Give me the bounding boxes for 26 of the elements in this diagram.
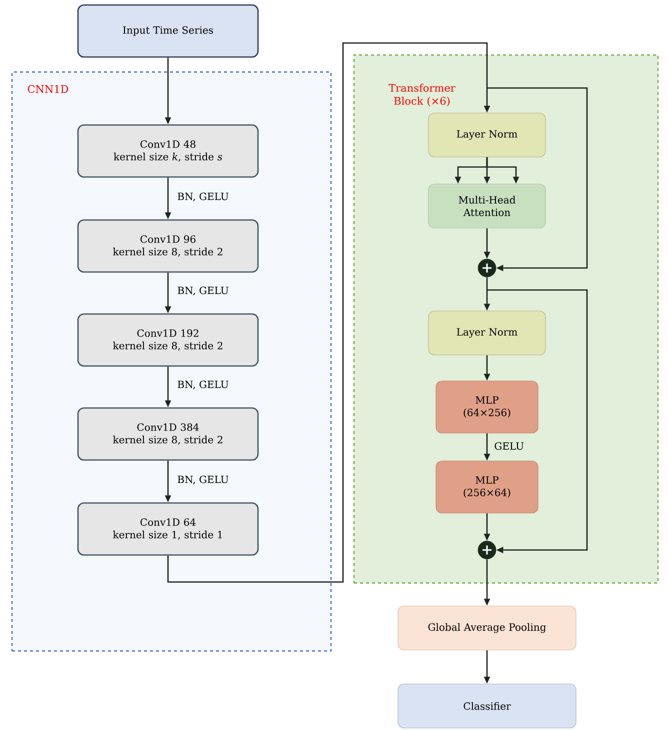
- norm-box: Layer Norm: [428, 310, 546, 356]
- mlp-box: MLP (256×64): [436, 460, 538, 514]
- group-title: Transformer Block (×6): [388, 84, 456, 106]
- group-title: CNN1D: [28, 85, 68, 93]
- edge-label: BN, GELU: [176, 380, 230, 390]
- plus-circle: [478, 540, 496, 560]
- line: [486, 277, 488, 290]
- mlp-box: MLP (64×256): [436, 380, 538, 434]
- conv-box: Conv1D 384 kernel size 8, stride 2: [77, 407, 259, 461]
- attention-box: Multi-Head Attention: [428, 184, 546, 228]
- pooling-box: Global Average Pooling: [398, 606, 576, 650]
- arrow: [487, 87, 588, 272]
- edge-label: BN, GELU: [176, 286, 230, 296]
- classifier-box: Classifier: [398, 684, 576, 728]
- edge-label: GELU: [493, 441, 525, 451]
- conv-box: Conv1D 96 kernel size 8, stride 2: [77, 219, 259, 273]
- line: [167, 42, 488, 583]
- edge-label: BN, GELU: [176, 474, 230, 486]
- edge-label: BN, GELU: [176, 192, 230, 202]
- arrow: [487, 289, 588, 554]
- conv-box: Conv1D 192 kernel size 8, stride 2: [77, 313, 259, 367]
- input-box: Input Time Series: [77, 4, 259, 58]
- conv-box: Conv1D 48 kernel size k, stride s: [77, 124, 259, 178]
- norm-box: Layer Norm: [428, 112, 546, 158]
- plus-circle: [478, 258, 496, 278]
- conv-box: Conv1D 64 kernel size 1, stride 1: [77, 502, 259, 556]
